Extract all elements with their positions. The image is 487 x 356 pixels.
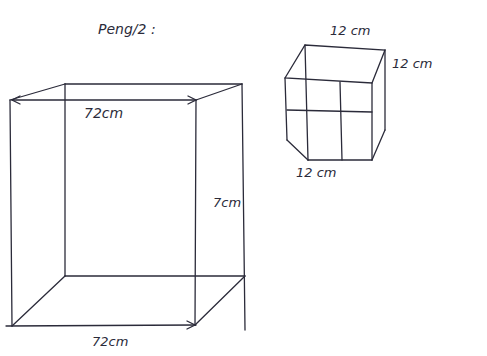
dimension-label: 72cm: [92, 335, 128, 349]
large-box: [6, 84, 245, 330]
dimension-label: 12 cm: [296, 166, 337, 180]
sketch-title: Peng/2 :: [98, 22, 156, 37]
small-cube: [285, 45, 385, 160]
dimension-label: 12 cm: [330, 24, 371, 38]
dimension-label: 7cm: [213, 196, 241, 210]
dimension-label: 12 cm: [392, 57, 433, 71]
dimension-label: 72cm: [84, 106, 123, 121]
